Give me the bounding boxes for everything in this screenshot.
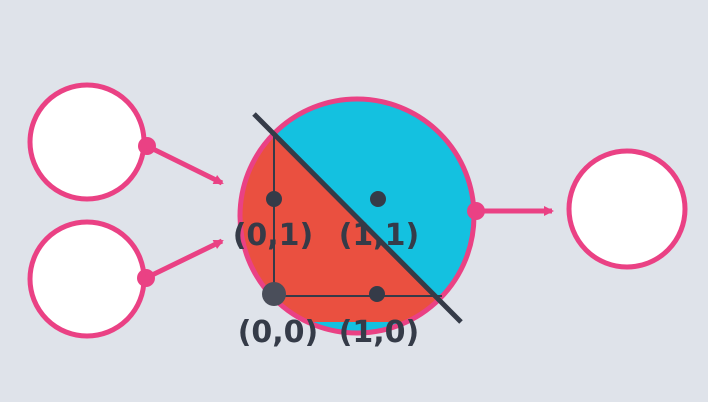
input-node-2 <box>27 219 147 339</box>
point-0-1 <box>266 191 282 207</box>
decision-boundary-line <box>252 112 463 324</box>
label-point-1-1: (1,1) <box>339 218 420 253</box>
input-2-arrow <box>144 238 224 281</box>
input-1-arrow <box>145 143 224 186</box>
label-point-0-1: (0,1) <box>233 218 314 253</box>
label-point-0-0: (0,0) <box>238 315 319 350</box>
perceptron-node <box>237 96 477 336</box>
input-node-1 <box>27 82 147 202</box>
output-node <box>566 148 688 270</box>
point-1-0 <box>369 286 385 302</box>
perceptron-region-zero <box>240 114 461 322</box>
label-point-1-0: (1,0) <box>339 315 420 350</box>
point-0-0 <box>262 282 286 306</box>
point-1-1 <box>370 191 386 207</box>
